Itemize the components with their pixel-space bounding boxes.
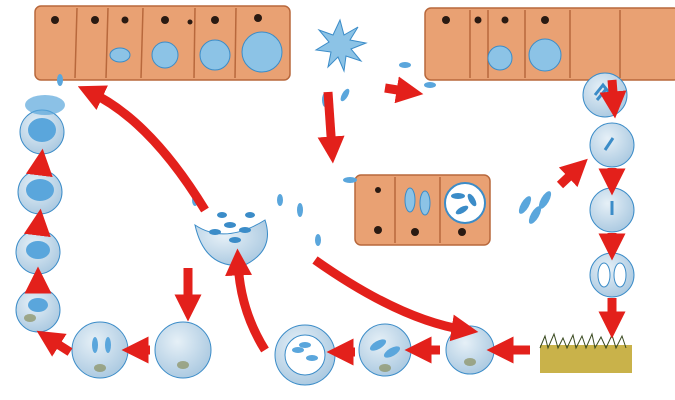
- central-cell: [194, 212, 268, 266]
- epithelium-middle: [354, 174, 491, 246]
- merozoite-star: [314, 18, 368, 73]
- grass-soil: [539, 332, 632, 373]
- oocyst-stages: [589, 122, 635, 298]
- epithelium-top-left: [34, 5, 291, 81]
- epithelium-top-right: [424, 7, 675, 118]
- cycle-arrows: [23, 76, 627, 366]
